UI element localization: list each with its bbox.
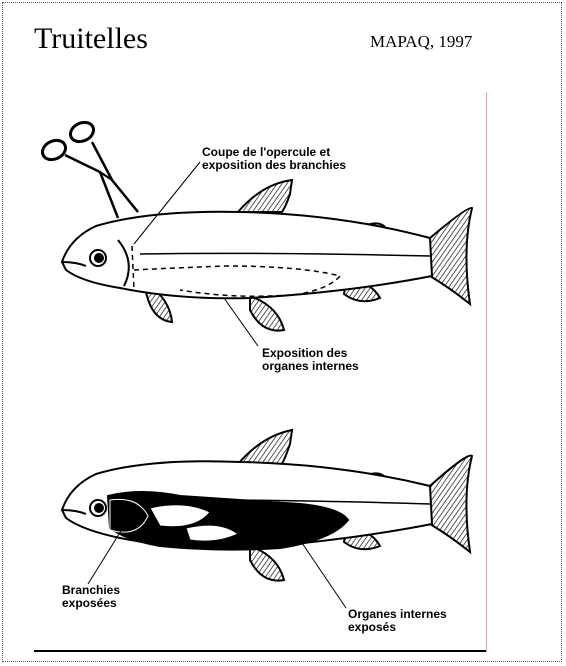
label-gills-exposed: Branchies exposées: [62, 584, 120, 610]
fish-top: [62, 162, 472, 346]
label-gill-cut-line2: exposition des branchies: [202, 159, 346, 172]
label-gill-cut: Coupe de l'opercule et exposition des br…: [202, 146, 346, 172]
label-organs-exposed-line2: exposés: [348, 621, 447, 634]
label-organs-line2: organes internes: [262, 360, 359, 373]
label-gills-exposed-line2: exposées: [62, 597, 120, 610]
scissors-icon: [39, 119, 138, 218]
label-organs-exposed: Organes internes exposés: [348, 608, 447, 634]
label-organs-exposition: Exposition des organes internes: [262, 347, 359, 373]
fish-bottom: [62, 430, 472, 608]
